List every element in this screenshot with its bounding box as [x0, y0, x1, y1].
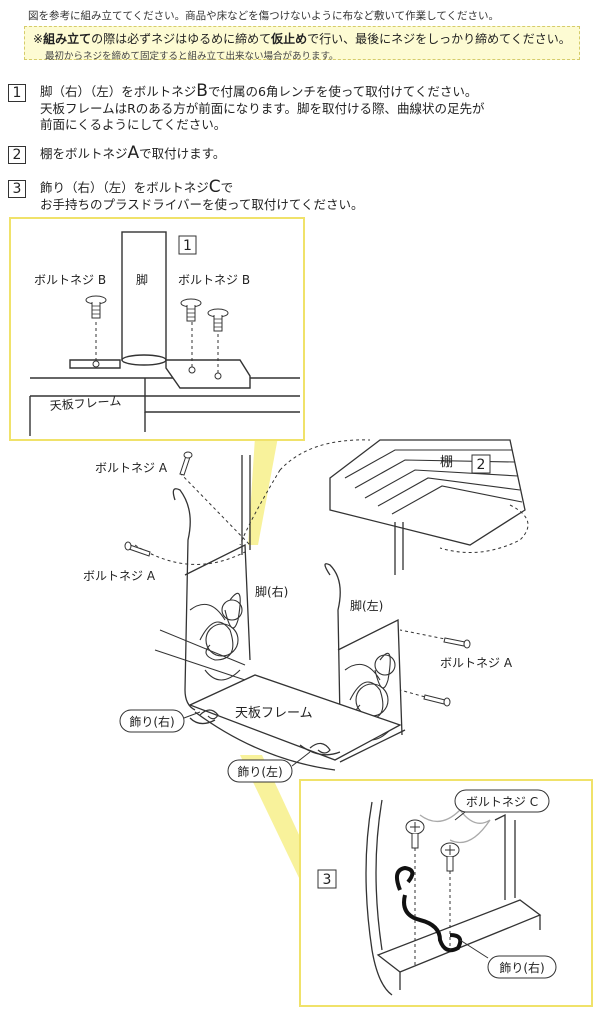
swirl-decoration-left — [189, 592, 243, 681]
detail1-badge: 1 — [183, 238, 192, 254]
swirl-decoration-right — [344, 652, 396, 741]
shelf-badge: 2 — [477, 457, 486, 473]
bolt-a-icon — [443, 637, 471, 649]
notice-line2: 最初からネジを締めて固定すると組み立て出来ない場合があります。 — [45, 51, 339, 62]
step-text: 棚をボルトネジAで取付けます。 — [40, 143, 226, 163]
step-number: 2 — [8, 146, 26, 164]
notice-line1: ※組み立ての際は必ずネジはゆるめに締めて仮止めで行い、最後にネジをしっかり締めて… — [33, 32, 571, 46]
step-number: 1 — [8, 84, 26, 102]
bolt-b-icon — [85, 295, 107, 319]
step-number: 3 — [8, 180, 26, 198]
intro-text: 図を参考に組み立ててください。商品や床などを傷つけないように布など敷いて作業して… — [28, 10, 500, 22]
leg-left-label: 脚(左) — [350, 598, 383, 613]
detail3-bolt-c-label: ボルトネジ C — [466, 795, 538, 809]
deco-left-label: 飾り(左) — [237, 764, 282, 779]
detail-panel-3: 3 ボルトネジ C 飾り(右) — [299, 779, 593, 1007]
detail1-bolt-left-label: ボルトネジ B — [34, 273, 106, 287]
detail1-leg-label: 脚 — [136, 272, 148, 287]
highlight-beam-top — [248, 437, 278, 545]
detail-panel-1: 1 ボルトネジ B 脚 ボルトネジ B 天板フレーム — [9, 217, 305, 441]
detail3-badge: 3 — [323, 872, 332, 888]
step-text: 飾り（右）（左）をボルトネジCで お手持ちのプラスドライバーを使って取付けてくだ… — [40, 177, 364, 212]
main-assembly — [134, 439, 529, 771]
bolt-a-top-label: ボルトネジ A — [95, 461, 168, 475]
frame-label: 天板フレーム — [235, 706, 313, 721]
bolt-b-icon — [180, 298, 202, 322]
detail3-deco-right-label: 飾り(右) — [499, 960, 544, 975]
bolt-a-icon — [179, 451, 193, 476]
bolt-a-left-label: ボルトネジ A — [83, 569, 156, 583]
bolt-a-icon — [423, 694, 451, 707]
detail1-bolt-right-label: ボルトネジ B — [178, 273, 250, 287]
deco-right-label: 飾り(右) — [129, 714, 174, 729]
leg-right-label: 脚(右) — [255, 584, 288, 599]
swirl-icon — [394, 865, 463, 953]
shelf-label: 棚 — [440, 455, 453, 470]
bolt-a-icon — [124, 541, 151, 557]
detail1-frame-label: 天板フレーム — [49, 394, 121, 413]
notice-box: ※組み立ての際は必ずネジはゆるめに締めて仮止めで行い、最後にネジをしっかり締めて… — [24, 26, 580, 62]
bolt-b-icon — [207, 308, 229, 332]
bolt-a-right-label: ボルトネジ A — [440, 656, 513, 670]
bolt-c-icon — [440, 842, 460, 872]
bolt-c-icon — [405, 819, 425, 849]
step-text: 脚（右）（左）をボルトネジBで付属の6角レンチを使って取付けてください。 天板フ… — [40, 81, 485, 133]
